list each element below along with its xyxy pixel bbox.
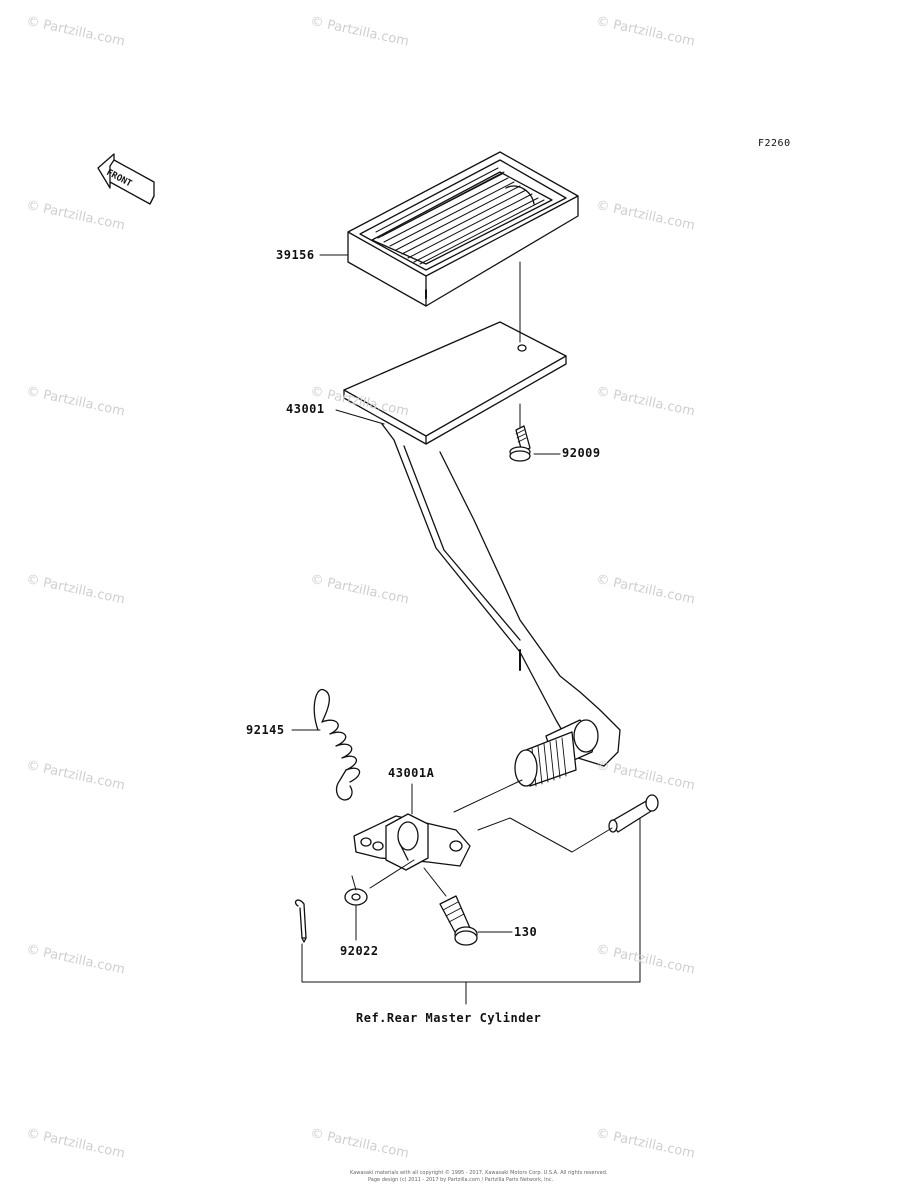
reference-label: Ref.Rear Master Cylinder <box>356 1011 542 1025</box>
front-arrow-icon: FRONT <box>97 153 155 205</box>
bolt-130 <box>439 895 478 946</box>
figure-code: F2260 <box>758 138 791 149</box>
part-label-43001[interactable]: 43001 <box>286 402 325 416</box>
part-label-92009[interactable]: 92009 <box>562 446 601 460</box>
brake-pedal-arm <box>343 321 621 787</box>
copyright-line-2: Page design (c) 2011 - 2017 by Partzilla… <box>368 1177 554 1183</box>
part-label-43001a[interactable]: 43001A <box>388 766 435 780</box>
copyright-line-1: Kawasaki materials with all copyright © … <box>350 1170 608 1176</box>
leader-lines <box>291 254 641 1005</box>
clevis-pin <box>608 794 659 833</box>
part-label-39156[interactable]: 39156 <box>276 248 315 262</box>
part-label-92145[interactable]: 92145 <box>246 723 285 737</box>
bolt-92009 <box>509 425 531 462</box>
pedal-pad-rubber <box>347 151 579 307</box>
cotter-pin <box>294 899 307 943</box>
part-label-130[interactable]: 130 <box>514 925 538 939</box>
part-label-92022[interactable]: 92022 <box>340 944 379 958</box>
return-spring <box>313 689 361 801</box>
pivot-arm-43001a <box>353 813 471 871</box>
washer-92022 <box>344 888 368 906</box>
